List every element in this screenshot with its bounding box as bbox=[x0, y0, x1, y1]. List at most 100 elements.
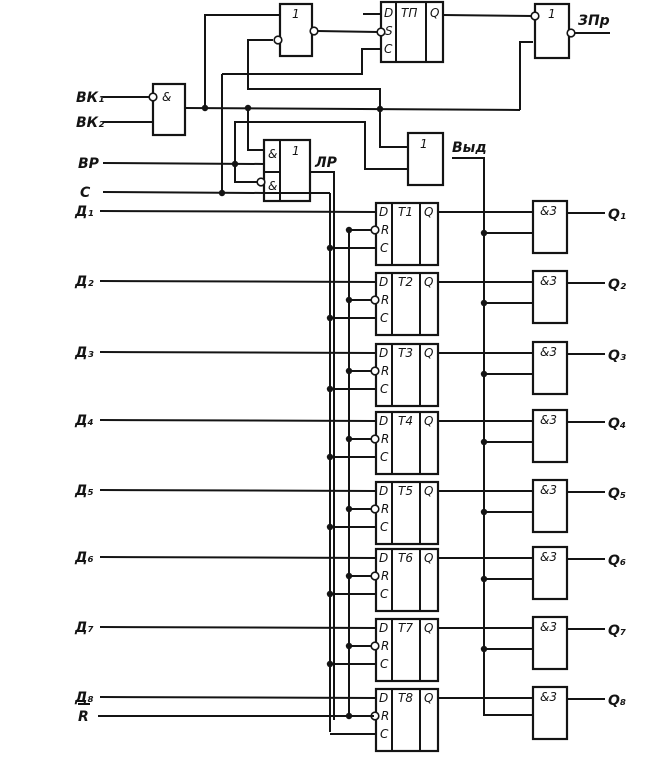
q-output-label: Q₂ bbox=[608, 277, 627, 293]
svg-text:C: C bbox=[380, 382, 389, 396]
tp-label: ТП bbox=[401, 6, 417, 20]
q-output-label: Q₃ bbox=[608, 348, 626, 364]
q-output-label: Q₆ bbox=[608, 553, 626, 569]
top-or-gate: 1 bbox=[273, 2, 319, 58]
vr-label: ВР bbox=[78, 156, 100, 172]
d-input-label: Д₆ bbox=[74, 550, 94, 566]
svg-text:Q: Q bbox=[430, 6, 439, 20]
svg-text:&3: &3 bbox=[540, 413, 557, 427]
svg-text:D: D bbox=[379, 691, 388, 705]
input-labels: ВК₁ ВК₂ ВР С bbox=[76, 90, 105, 201]
and3-gate bbox=[531, 408, 569, 464]
svg-text:1: 1 bbox=[292, 144, 300, 158]
trigger-box bbox=[374, 271, 440, 337]
svg-text:R: R bbox=[381, 502, 389, 516]
inversion-bubble bbox=[370, 504, 380, 514]
and3-gate bbox=[531, 340, 569, 396]
svg-text:1: 1 bbox=[420, 137, 428, 151]
svg-text:Q: Q bbox=[424, 346, 433, 360]
svg-text:&3: &3 bbox=[540, 204, 557, 218]
d-input-label: Д₃ bbox=[74, 345, 94, 361]
svg-text:Q: Q bbox=[424, 551, 433, 565]
and3-gate bbox=[531, 615, 569, 671]
svg-text:C: C bbox=[380, 450, 389, 464]
inversion-bubble bbox=[148, 92, 158, 102]
svg-text:D: D bbox=[379, 346, 388, 360]
svg-text:R: R bbox=[381, 569, 389, 583]
and-symbol: & bbox=[162, 90, 171, 104]
svg-text:D: D bbox=[379, 275, 388, 289]
lr-gate: & & 1 ЛР bbox=[256, 138, 338, 203]
svg-text:Q: Q bbox=[424, 621, 433, 635]
and3-gate bbox=[531, 199, 569, 255]
svg-text:1: 1 bbox=[548, 7, 556, 21]
tp-trigger: D S C ТП Q bbox=[376, 0, 445, 64]
svg-text:D: D bbox=[379, 551, 388, 565]
q-output-label: Q₁ bbox=[608, 207, 626, 223]
inversion-bubble bbox=[370, 641, 380, 651]
d-input-label: Д₅ bbox=[74, 483, 94, 499]
svg-text:Q: Q bbox=[424, 414, 433, 428]
svg-text:Q: Q bbox=[424, 484, 433, 498]
and3-gate bbox=[531, 685, 569, 741]
q-output-label: Q₄ bbox=[608, 416, 626, 432]
and3-gate bbox=[531, 269, 569, 325]
svg-text:D: D bbox=[379, 205, 388, 219]
trigger-label: T2 bbox=[398, 275, 413, 289]
d-input-label: Д₁ bbox=[74, 204, 94, 220]
d-input-label: Д₈ bbox=[74, 690, 94, 706]
trigger-label: T1 bbox=[398, 205, 413, 219]
svg-text:&3: &3 bbox=[540, 690, 557, 704]
svg-text:&: & bbox=[268, 147, 277, 161]
svg-text:R: R bbox=[381, 639, 389, 653]
svg-text:D: D bbox=[379, 414, 388, 428]
svg-text:&: & bbox=[268, 179, 277, 193]
svg-text:D: D bbox=[379, 621, 388, 635]
svg-text:&3: &3 bbox=[540, 620, 557, 634]
d-input-label: Д₇ bbox=[74, 620, 94, 636]
svg-text:R: R bbox=[381, 432, 389, 446]
svg-text:D: D bbox=[379, 484, 388, 498]
register-row-3: Д₃ DRC T3 Q&3 Q₃ bbox=[74, 340, 626, 408]
trigger-label: T5 bbox=[398, 484, 413, 498]
svg-text:&3: &3 bbox=[540, 550, 557, 564]
svg-text:&3: &3 bbox=[540, 274, 557, 288]
inversion-bubble bbox=[370, 434, 380, 444]
trigger-label: T3 bbox=[398, 346, 413, 360]
svg-text:&3: &3 bbox=[540, 483, 557, 497]
svg-text:C: C bbox=[380, 241, 389, 255]
vk1-label: ВК₁ bbox=[76, 90, 104, 106]
inversion-bubble bbox=[370, 225, 380, 235]
inversion-bubble bbox=[370, 295, 380, 305]
trigger-box bbox=[374, 201, 440, 267]
svg-text:R: R bbox=[381, 709, 389, 723]
trigger-label: T8 bbox=[398, 691, 413, 705]
upper-wires bbox=[102, 13, 610, 720]
q-output-label: Q₈ bbox=[608, 693, 626, 709]
vyd-label: Выд bbox=[452, 140, 487, 156]
svg-text:R: R bbox=[381, 293, 389, 307]
svg-text:&3: &3 bbox=[540, 345, 557, 359]
inversion-bubble bbox=[370, 366, 380, 376]
and3-gate bbox=[531, 545, 569, 601]
svg-text:C: C bbox=[380, 587, 389, 601]
input-and-gate: & bbox=[148, 82, 187, 137]
svg-text:C: C bbox=[380, 311, 389, 325]
trigger-box bbox=[374, 547, 440, 613]
svg-text:C: C bbox=[380, 657, 389, 671]
and3-gate bbox=[531, 478, 569, 534]
q-output-label: Q₇ bbox=[608, 623, 626, 639]
svg-text:R: R bbox=[381, 223, 389, 237]
svg-text:S: S bbox=[385, 24, 393, 38]
svg-text:R: R bbox=[381, 364, 389, 378]
vk2-label: ВК₂ bbox=[76, 115, 105, 131]
or-symbol: 1 bbox=[292, 7, 300, 21]
inversion-bubble bbox=[370, 571, 380, 581]
